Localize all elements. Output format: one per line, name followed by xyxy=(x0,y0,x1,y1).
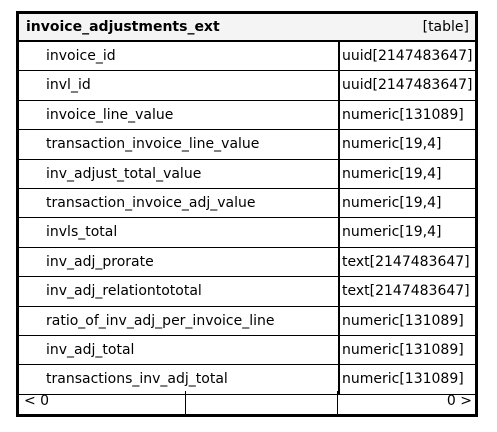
column-name: invoice_line_value xyxy=(46,106,174,123)
column-name: inv_adj_relationtototal xyxy=(46,283,202,300)
table-row: invl_id uuid[2147483647] xyxy=(19,71,475,101)
table-row: inv_adj_relationtototal text[2147483647] xyxy=(19,277,475,307)
table-row: transaction_invoice_adj_value numeric[19,… xyxy=(19,189,475,219)
table-header: invoice_adjustments_ext [table] xyxy=(19,14,475,42)
column-list: invoice_id uuid[2147483647] invl_id uuid[21… xyxy=(19,42,475,395)
next-relations-count: 0 > xyxy=(446,393,472,409)
footer-spacer xyxy=(185,391,338,414)
table-name: invoice_adjustments_ext xyxy=(26,19,220,35)
column-name: invl_id xyxy=(46,77,91,94)
column-name: invoice_id xyxy=(46,48,116,64)
table-row: transaction_invoice_line_value numeric[19… xyxy=(19,130,475,160)
column-type: uuid[2147483647] xyxy=(342,48,473,64)
column-type: numeric[19,4] xyxy=(342,136,442,153)
prev-relations-count: < 0 xyxy=(24,393,50,409)
column-type: numeric[131089] xyxy=(342,371,464,388)
table-entity: invoice_adjustments_ext [table] invoice_… xyxy=(16,11,478,417)
table-footer: < 0 0 > xyxy=(19,391,475,414)
column-type: numeric[19,4] xyxy=(342,165,442,182)
table-row: inv_adj_prorate text[2147483647] xyxy=(19,248,475,278)
column-type: numeric[131089] xyxy=(342,312,464,329)
column-name: inv_adjust_total_value xyxy=(46,165,202,182)
column-divider xyxy=(338,42,340,395)
column-type: text[2147483647] xyxy=(342,253,470,270)
column-type: text[2147483647] xyxy=(342,283,470,300)
column-name: ratio_of_inv_adj_per_invoice_line xyxy=(46,312,275,329)
table-row: inv_adjust_total_value numeric[19,4] xyxy=(19,160,475,189)
table-row: ratio_of_inv_adj_per_invoice_line numeric… xyxy=(19,307,475,336)
column-name: inv_adj_total xyxy=(46,341,135,358)
column-type: numeric[131089] xyxy=(342,341,464,358)
column-name: inv_adj_prorate xyxy=(46,253,154,270)
table-row: inv_adj_total numeric[131089] xyxy=(19,336,475,366)
column-type: numeric[19,4] xyxy=(342,194,442,211)
table-kind: [table] xyxy=(422,19,469,35)
table-row: transactions_inv_adj_total numeric[131089… xyxy=(19,365,475,395)
column-type: numeric[19,4] xyxy=(342,224,442,241)
table-row: invls_total numeric[19,4] xyxy=(19,218,475,248)
column-name: transactions_inv_adj_total xyxy=(46,371,228,388)
table-row: invoice_id uuid[2147483647] xyxy=(19,42,475,72)
column-type: numeric[131089] xyxy=(342,106,464,123)
column-name: invls_total xyxy=(46,224,118,241)
table-row: invoice_line_value numeric[131089] xyxy=(19,101,475,131)
column-name: transaction_invoice_adj_value xyxy=(46,194,256,211)
column-type: uuid[2147483647] xyxy=(342,77,473,94)
column-name: transaction_invoice_line_value xyxy=(46,136,260,153)
